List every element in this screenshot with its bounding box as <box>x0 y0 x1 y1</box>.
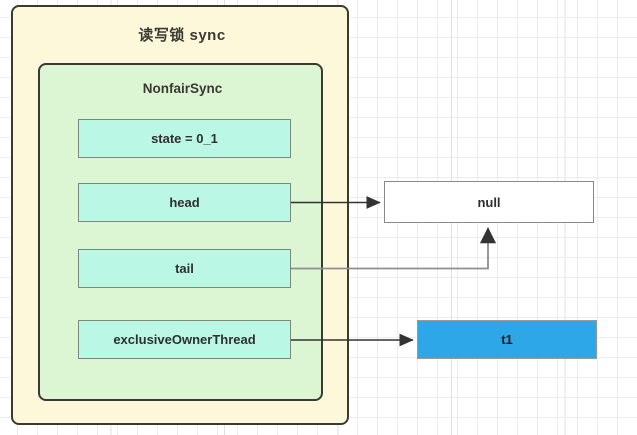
field-tail-label: tail <box>175 261 194 276</box>
nonfairsync-container-title: NonfairSync <box>142 81 223 96</box>
field-exclusive-owner-thread: exclusiveOwnerThread <box>78 320 291 359</box>
field-state-label: state = 0_1 <box>151 131 218 146</box>
null-node: null <box>384 181 594 223</box>
sync-container-title: 读写锁 sync <box>138 27 226 44</box>
field-exclusive-owner-thread-label: exclusiveOwnerThread <box>113 332 256 347</box>
thread-node-t1: t1 <box>417 320 597 359</box>
field-state: state = 0_1 <box>78 119 291 158</box>
field-head: head <box>78 183 291 222</box>
thread-node-t1-label: t1 <box>501 332 513 347</box>
null-node-label: null <box>477 194 501 210</box>
field-head-label: head <box>169 195 200 210</box>
field-tail: tail <box>78 249 291 288</box>
